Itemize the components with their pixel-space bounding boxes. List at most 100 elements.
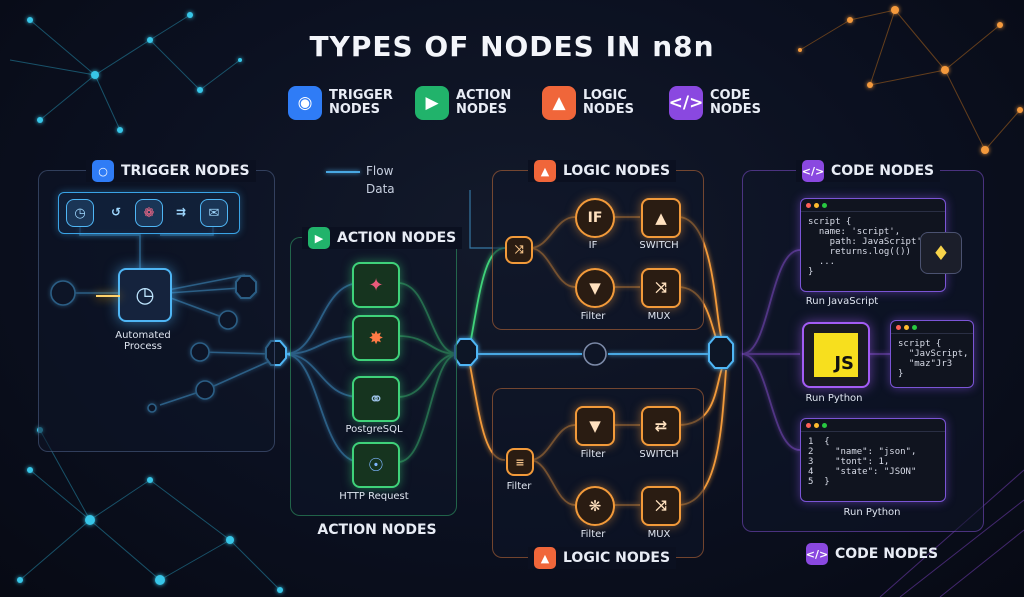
window-controls [801, 419, 945, 432]
code-line: "maz"Jr3 [898, 359, 953, 369]
code-panel-footer: </> CODE NODES [806, 543, 938, 565]
label-line2: Process [124, 341, 162, 352]
legend-label-line2: NODES [710, 102, 761, 117]
legend-label-line1: LOGIC [583, 88, 627, 103]
filter-list-icon[interactable]: ≡ [506, 448, 534, 476]
legend-label-line1: TRIGGER [329, 88, 393, 103]
spark-glow [96, 295, 120, 297]
if-node[interactable]: IF [575, 198, 615, 238]
mux-label: MUX [647, 529, 671, 540]
clock-icon[interactable]: ◷ [66, 199, 94, 227]
hierarchy-icon: ▲ [534, 547, 556, 569]
code-line: } [898, 369, 904, 379]
code-panel-title: </> CODE NODES [796, 160, 941, 182]
filter-label: Filter [580, 449, 606, 460]
hubspot-icon[interactable]: ✸ [352, 315, 400, 361]
legend-label-line2: NODES [456, 102, 507, 117]
code-footer-text: CODE NODES [835, 546, 939, 562]
code-line: 1 { [808, 437, 830, 447]
code-line: } [808, 267, 814, 277]
if-label: IF [588, 240, 598, 251]
legend-label-line2: NODES [329, 102, 380, 117]
code-line: 2 "name": "json", [808, 447, 917, 457]
logic-top-title: ▲ LOGIC NODES [528, 160, 677, 182]
code-brackets-icon: </> [806, 543, 828, 565]
code-line: ... [808, 257, 836, 267]
code-line: script { [808, 217, 852, 227]
cursor-icon[interactable]: ↺ [110, 205, 122, 219]
code-body: 1 {2 "name": "json",3 "tont": 1,4 "state… [801, 432, 945, 492]
json-code-box[interactable]: 1 {2 "name": "json",3 "tont": 1,4 "state… [800, 418, 946, 502]
code-line: 4 "state": "JSON" [808, 467, 917, 477]
python-code-box[interactable]: script { "JavScript, "maz"Jr3} [890, 320, 974, 388]
code-line: "JavScript, [898, 349, 969, 359]
webhook-icon[interactable]: ❁ [135, 199, 163, 227]
globe-icon[interactable]: ☉ [352, 442, 400, 488]
window-controls [801, 199, 945, 212]
mail-icon[interactable]: ✉ [200, 199, 228, 227]
mux-label: MUX [647, 311, 671, 322]
trigger-core-node[interactable]: ◷ [118, 268, 172, 322]
logic-top-title-text: LOGIC NODES [563, 163, 671, 179]
data-legend-label: Data [366, 182, 395, 196]
window-controls [891, 321, 973, 334]
logic-bottom-title: ▲ LOGIC NODES [528, 547, 677, 569]
code-line: script { [898, 339, 942, 349]
postgresql-label: PostgreSQL [345, 424, 403, 435]
mux-icon[interactable]: ⤨ [641, 268, 681, 308]
code-brackets-icon: </> [669, 86, 703, 120]
switch-label: SWITCH [639, 240, 679, 251]
action-title-text: ACTION NODES [337, 230, 457, 246]
slack-icon[interactable]: ✦ [352, 262, 400, 308]
filter-label: Filter [580, 529, 606, 540]
code-line: path: JavaScript', [808, 237, 928, 247]
switch-label: SWITCH [639, 449, 679, 460]
shuffle-icon[interactable]: ⤨ [505, 236, 533, 264]
code-line: 3 "tont": 1, [808, 457, 890, 467]
swap-icon[interactable]: ⇄ [641, 406, 681, 446]
play-forward-icon: ▶ [308, 227, 330, 249]
mux-icon[interactable]: ⤨ [641, 486, 681, 526]
legend-label-line2: NODES [583, 102, 634, 117]
run-javascript-caption: Run JavaScript [805, 296, 879, 307]
page-title: TYPES OF NODES IN n8n [309, 30, 715, 63]
hierarchy-icon: ▲ [534, 160, 556, 182]
code-line: returns.log(()) [808, 247, 911, 257]
bell-icon: ◉ [288, 86, 322, 120]
code-body: script { "JavScript, "maz"Jr3} [891, 334, 973, 384]
action-panel-footer: ACTION NODES [317, 522, 437, 538]
filter-icon[interactable]: ▼ [575, 268, 615, 308]
play-forward-icon: ▶ [415, 86, 449, 120]
js-node[interactable]: JS [802, 322, 870, 388]
postgresql-icon[interactable]: ⚭ [352, 376, 400, 422]
switch-icon[interactable]: ▲ [641, 198, 681, 238]
code-line: 5 } [808, 477, 830, 487]
code-body: script { name: 'script', path: JavaScrip… [801, 212, 945, 282]
code-brackets-icon: </> [802, 160, 824, 182]
filter-label: Filter [580, 311, 606, 322]
hierarchy-icon: ▲ [542, 86, 576, 120]
flow-legend-label: Flow [366, 164, 394, 178]
bell-icon: ○ [92, 160, 114, 182]
python-icon: ♦ [920, 232, 962, 274]
run-python-caption-2: Run Python [843, 507, 901, 518]
code-line: name: 'script', [808, 227, 901, 237]
code-title-text: CODE NODES [831, 163, 935, 179]
action-panel-title: ▶ ACTION NODES [302, 227, 463, 249]
legend-label-line1: CODE [710, 88, 751, 103]
javascript-code-box[interactable]: script { name: 'script', path: JavaScrip… [800, 198, 946, 292]
run-python-caption: Run Python [805, 393, 863, 404]
trigger-title-text: TRIGGER NODES [121, 163, 250, 179]
legend-label-line1: ACTION [456, 88, 512, 103]
label-line1: Automated [115, 330, 171, 341]
filter-icon[interactable]: ▼ [575, 406, 615, 446]
arrows-icon[interactable]: ⇉ [175, 205, 187, 219]
logic-bottom-title-text: LOGIC NODES [563, 550, 671, 566]
share-icon[interactable]: ❋ [575, 486, 615, 526]
trigger-panel-title: ○ TRIGGER NODES [86, 160, 256, 182]
